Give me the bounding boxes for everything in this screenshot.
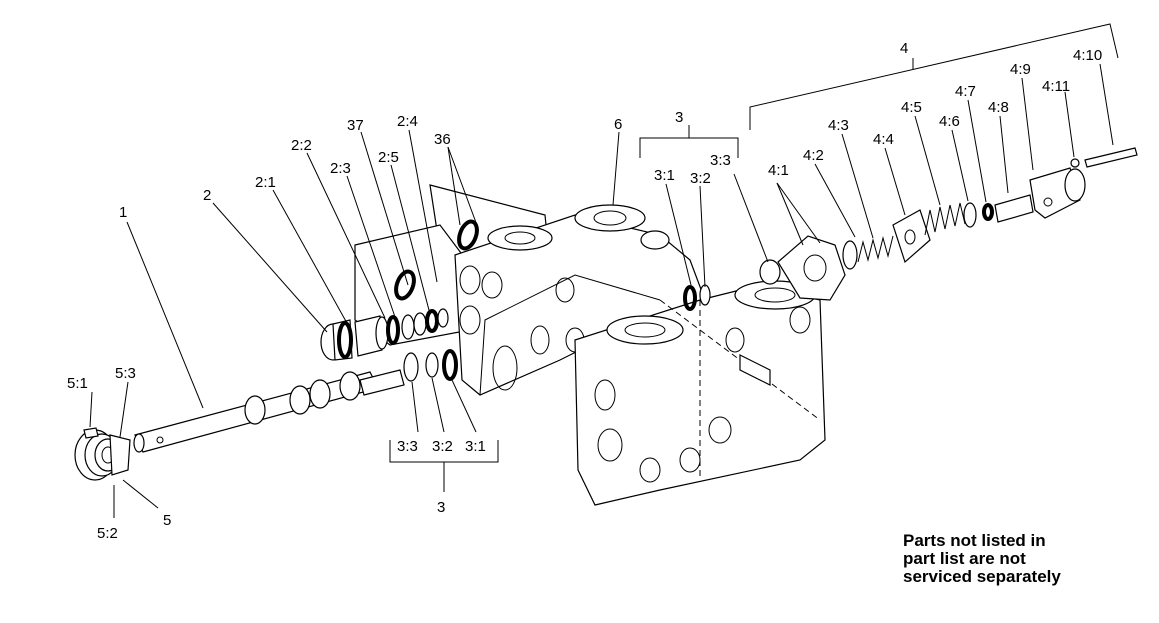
label-3-1-bottom: 3:1: [465, 438, 486, 455]
label-3-3-bottom: 3:3: [397, 438, 418, 455]
leader-lines: [89, 63, 1114, 518]
label-4-1: 4:1: [768, 162, 789, 179]
note-line-3: serviced separately: [903, 567, 1061, 586]
label-2-2: 2:2: [291, 137, 312, 154]
label-4-11: 4:11: [1042, 78, 1070, 95]
label-4-6: 4:6: [939, 113, 960, 130]
end-cap-part-5: [74, 427, 131, 481]
label-5-2: 5:2: [97, 525, 118, 542]
group-brackets: [389, 23, 1119, 492]
service-note: Parts not listed in part list are not se…: [903, 531, 1061, 586]
label-2-5: 2:5: [378, 149, 399, 166]
label-2-1: 2:1: [255, 174, 276, 191]
label-3-1-top: 3:1: [654, 167, 675, 184]
label-4-3: 4:3: [828, 117, 849, 134]
label-1: 1: [119, 204, 127, 221]
label-4-4: 4:4: [873, 131, 894, 148]
label-3-bottom: 3: [437, 499, 445, 516]
label-3-top: 3: [675, 109, 683, 126]
label-4-5: 4:5: [901, 99, 922, 116]
plug-part-2: [320, 219, 479, 361]
part-labels: 1 2 2:1 2:2 2:3 37 2:5 2:4 36 6 3 3:1 3:…: [67, 40, 1102, 542]
washers-part-3-left: [403, 349, 458, 382]
label-5-1: 5:1: [67, 375, 88, 392]
note-line-2: part list are not: [903, 549, 1026, 568]
washers-part-3-right: [683, 259, 781, 311]
label-3-2-top: 3:2: [690, 170, 711, 187]
label-2-3: 2:3: [330, 160, 351, 177]
label-2-4: 2:4: [397, 113, 418, 130]
label-4: 4: [900, 40, 908, 57]
label-37: 37: [347, 117, 364, 134]
label-4-2: 4:2: [803, 147, 824, 164]
label-4-9: 4:9: [1010, 61, 1031, 78]
spool-part-1: [133, 369, 405, 453]
note-line-1: Parts not listed in: [903, 531, 1046, 550]
label-5: 5: [163, 512, 171, 529]
valve-body: [354, 184, 826, 506]
label-3-2-bottom: 3:2: [432, 438, 453, 455]
label-5-3: 5:3: [115, 365, 136, 382]
label-3-3-top: 3:3: [710, 152, 731, 169]
label-4-7: 4:7: [955, 83, 976, 100]
label-4-8: 4:8: [988, 99, 1009, 116]
label-6: 6: [614, 116, 622, 133]
label-2: 2: [203, 187, 211, 204]
spring-assembly-part-4: [777, 147, 1138, 301]
label-4-10: 4:10: [1073, 47, 1102, 64]
label-36: 36: [434, 131, 451, 148]
